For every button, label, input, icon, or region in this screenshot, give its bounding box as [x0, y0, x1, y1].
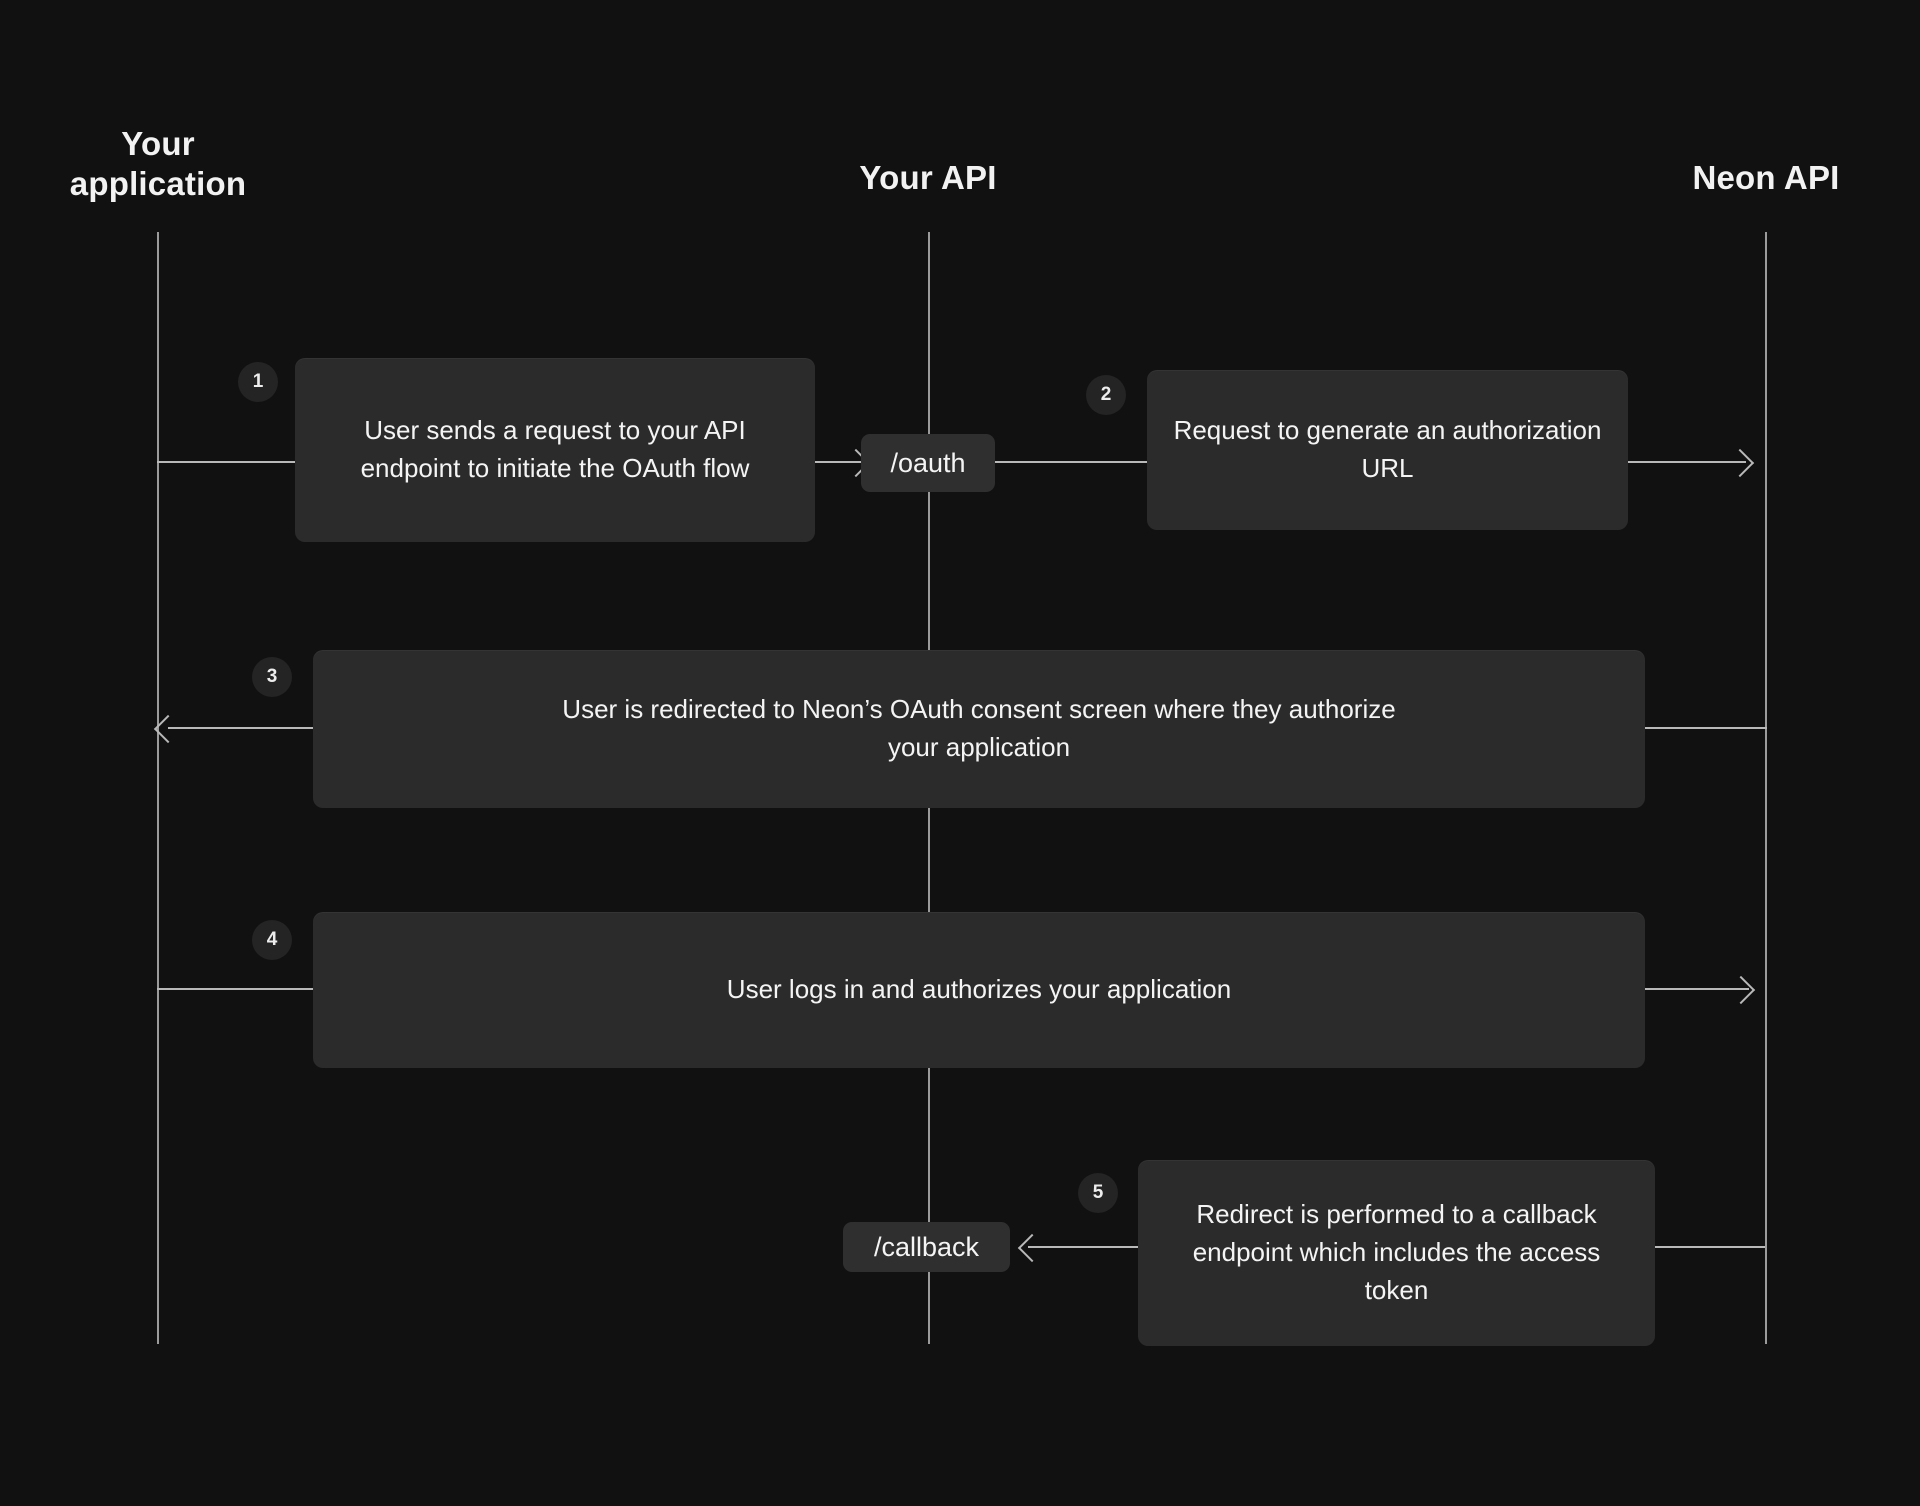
step-badge-2: 2	[1086, 375, 1126, 415]
note-step-3-text: User is redirected to Neon’s OAuth conse…	[562, 694, 1396, 762]
lifeline-neon-api	[1765, 232, 1767, 1344]
lifeline-your-application	[157, 232, 159, 1344]
step-badge-5: 5	[1078, 1173, 1118, 1213]
message-line-step-2-in	[995, 461, 1147, 463]
message-line-step-5-right	[1655, 1246, 1765, 1248]
note-step-4-text: User logs in and authorizes your applica…	[726, 974, 1232, 1005]
note-step-3: User is redirected to Neon’s OAuth conse…	[313, 650, 1645, 808]
oauth-endpoint[interactable]: /oauth	[861, 434, 995, 492]
step-badge-3: 3	[252, 657, 292, 697]
note-step-2-text: Request to generate an authorization URL	[1173, 415, 1602, 483]
note-step-5: Redirect is performed to a callback endp…	[1138, 1160, 1655, 1346]
note-step-4: User logs in and authorizes your applica…	[313, 912, 1645, 1068]
step-badge-1: 1	[238, 362, 278, 402]
callback-endpoint[interactable]: /callback	[843, 1222, 1010, 1272]
lifeline-label-neon-api: Neon API	[1692, 159, 1840, 196]
lifeline-label-your-api: Your API	[859, 159, 997, 196]
message-line-step-3-right	[1645, 727, 1767, 729]
arrow-head-step-5-left	[1017, 1233, 1047, 1263]
message-line-step-4-left	[157, 988, 313, 990]
note-step-2: Request to generate an authorization URL	[1147, 370, 1628, 530]
note-step-1: User sends a request to your API endpoin…	[295, 358, 815, 542]
message-line-step-4-right	[1645, 988, 1749, 990]
step-badge-4: 4	[252, 920, 292, 960]
arrow-head-step-2-right	[1725, 448, 1755, 478]
message-line-step-2-out	[1628, 461, 1746, 463]
arrow-head-step-4-right	[1726, 975, 1756, 1005]
note-step-1-text: User sends a request to your API endpoin…	[360, 415, 750, 483]
message-line-step-5-left	[1028, 1246, 1138, 1248]
lifeline-label-your-application: Your application	[69, 125, 247, 203]
note-step-5-text: Redirect is performed to a callback endp…	[1192, 1199, 1601, 1305]
message-line-step-3-left	[168, 727, 316, 729]
